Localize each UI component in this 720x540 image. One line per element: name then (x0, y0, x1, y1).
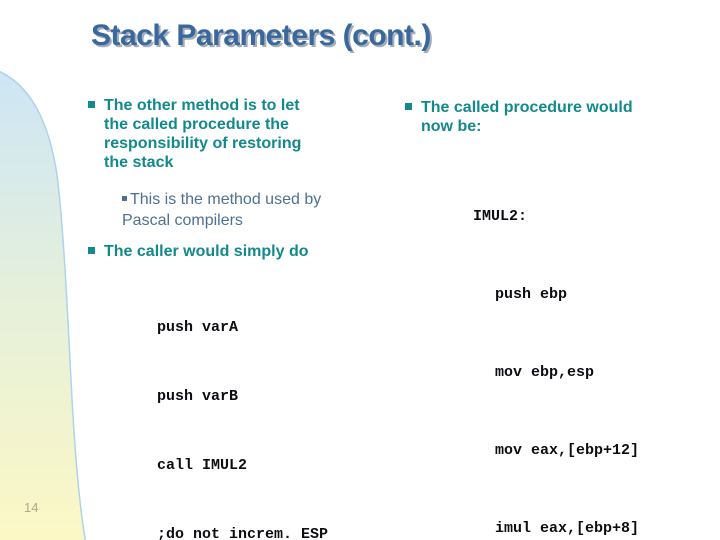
right-column: The called procedure would now be: IMUL2… (405, 98, 717, 540)
left-sub-bullet-1: This is the method used by Pascal compil… (122, 189, 334, 231)
left-column: The other method is to let the called pr… (88, 96, 388, 540)
code-line: imul eax,[ebp+8] (495, 520, 640, 537)
slide-title: Stack Parameters (cont.) (91, 19, 431, 52)
bullet-square-icon (88, 101, 95, 108)
decorative-gradient-band (0, 71, 87, 540)
code-line: mov ebp,esp (495, 364, 595, 381)
left-bullet-1: The other method is to let the called pr… (88, 96, 388, 172)
bullet-square-icon (405, 103, 412, 110)
page-number: 14 (24, 500, 39, 515)
right-code-block: IMUL2: push ebp mov ebp,esp mov eax,[ebp… (473, 152, 717, 540)
right-bullet-1-text: The called procedure would now be: (421, 99, 633, 135)
code-line: push ebp (495, 286, 568, 303)
left-sub-bullet-1-text: This is the method used by Pascal compil… (122, 191, 322, 229)
code-label: IMUL2: (473, 208, 528, 225)
right-bullet-1: The called procedure would now be: (405, 98, 717, 136)
left-bullet-2-text: The caller would simply do (104, 243, 309, 260)
code-line: ;do not increm. ESP (157, 526, 329, 540)
code-line: push varA (157, 319, 239, 336)
code-line: push varB (157, 388, 239, 405)
left-bullet-1-text: The other method is to let the called pr… (104, 97, 302, 171)
code-line: mov eax,[ebp+12] (495, 442, 640, 459)
left-code-block: push varA push varB call IMUL2 ;do not i… (157, 270, 388, 540)
code-line: call IMUL2 (157, 457, 248, 474)
bullet-square-icon (88, 247, 95, 254)
left-bullet-2: The caller would simply do (88, 242, 388, 261)
sub-bullet-square-icon (122, 196, 127, 201)
